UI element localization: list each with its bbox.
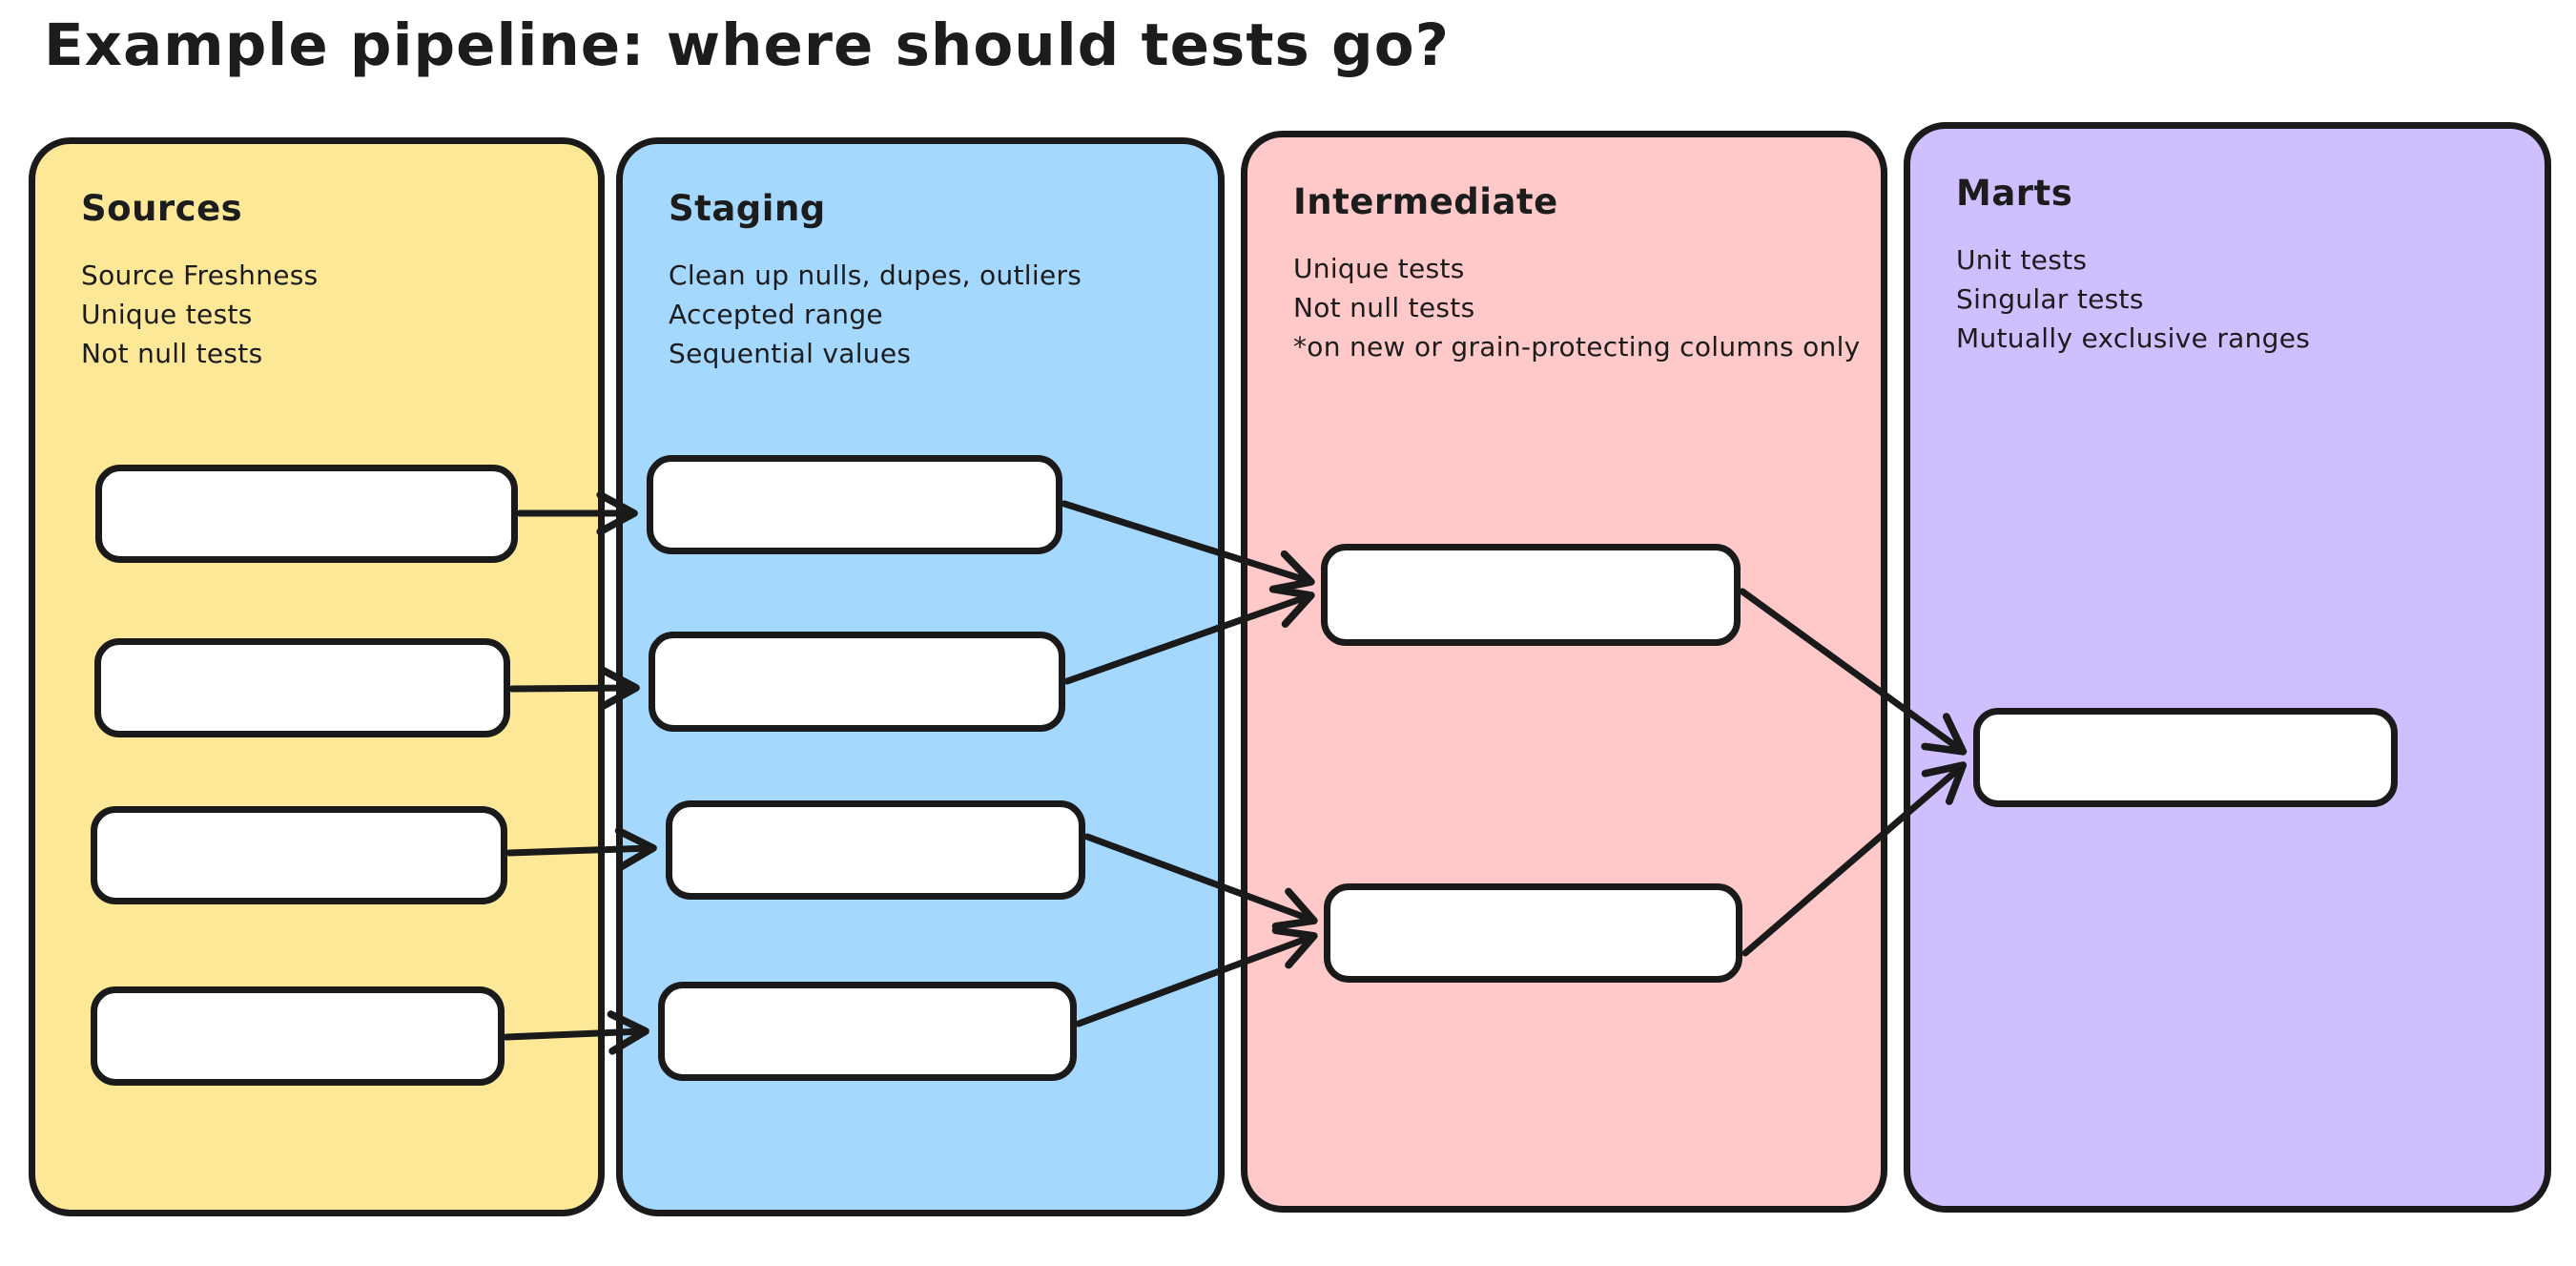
staging-node-3 <box>666 800 1085 900</box>
note-line: Not null tests <box>1293 292 1475 323</box>
note-line: Singular tests <box>1956 283 2144 315</box>
column-marts-header: Marts <box>1956 173 2073 214</box>
note-line: Unique tests <box>1293 253 1465 284</box>
column-staging-header: Staging <box>669 188 826 229</box>
sources-node-3 <box>91 806 507 904</box>
diagram-title: Example pipeline: where should tests go? <box>44 11 1451 79</box>
column-intermediate: Intermediate Unique tests Not null tests… <box>1241 131 1887 1213</box>
note-line: Sequential values <box>669 338 912 369</box>
column-sources-notes: Source Freshness Unique tests Not null t… <box>81 256 560 373</box>
sources-node-1 <box>95 465 518 563</box>
column-sources-header: Sources <box>81 188 243 229</box>
intermediate-node-2 <box>1324 883 1742 983</box>
staging-node-1 <box>647 455 1062 554</box>
column-marts-notes: Unit tests Singular tests Mutually exclu… <box>1956 240 2506 358</box>
marts-node-1 <box>1973 708 2398 807</box>
note-line: Unit tests <box>1956 244 2088 276</box>
column-intermediate-header: Intermediate <box>1293 181 1558 222</box>
note-line: Source Freshness <box>81 259 319 291</box>
note-line: Unique tests <box>81 299 253 330</box>
note-line: Mutually exclusive ranges <box>1956 322 2311 354</box>
staging-node-4 <box>658 982 1077 1081</box>
note-line: *on new or grain-protecting columns only <box>1293 331 1861 363</box>
column-marts: Marts Unit tests Singular tests Mutually… <box>1904 122 2551 1213</box>
note-line: Not null tests <box>81 338 263 369</box>
sources-node-2 <box>94 638 510 737</box>
intermediate-node-1 <box>1321 544 1741 646</box>
sources-node-4 <box>91 986 505 1086</box>
staging-node-2 <box>649 632 1065 732</box>
column-staging-notes: Clean up nulls, dupes, outliers Accepted… <box>669 256 1180 373</box>
note-line: Clean up nulls, dupes, outliers <box>669 259 1082 291</box>
column-intermediate-notes: Unique tests Not null tests *on new or g… <box>1293 249 1861 366</box>
note-line: Accepted range <box>669 299 883 330</box>
